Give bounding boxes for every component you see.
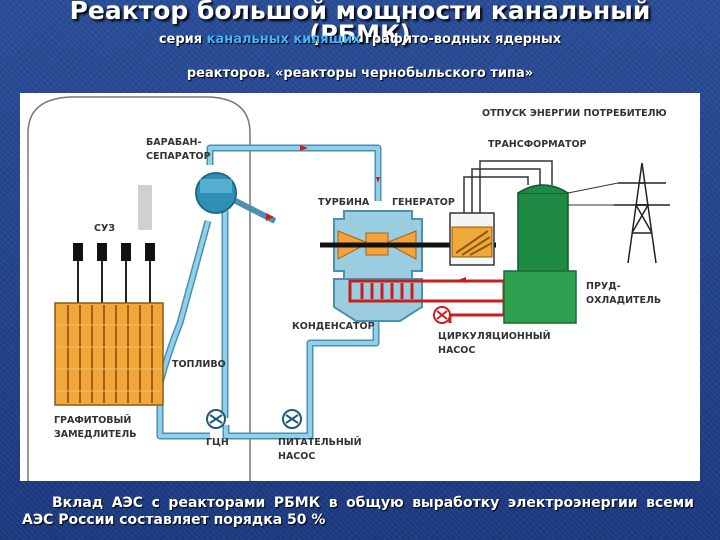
subtitle-suffix: графито-водных ядерных: [365, 32, 562, 47]
building-shadow-mark: [138, 185, 152, 230]
label-consumer: ОТПУСК ЭНЕРГИИ ПОТРЕБИТЕЛЮ: [482, 108, 667, 119]
label-feed-pump-2: НАСОС: [278, 451, 315, 462]
generator-winding: [455, 230, 493, 256]
power-lines: [567, 182, 619, 206]
label-mcp: ГЦН: [206, 437, 229, 448]
label-pond-2: ОХЛАДИТЕЛЬ: [586, 295, 661, 306]
label-pond-1: ПРУД-: [586, 281, 621, 292]
label-condenser: КОНДЕНСАТОР: [292, 321, 375, 332]
label-control-rods: СУЗ: [94, 223, 115, 234]
footer-text: Вклад АЭС с реакторами РБМК в общую выра…: [22, 495, 694, 528]
label-turbine: ТУРБИНА: [318, 197, 370, 208]
label-drum-2: СЕПАРАТОР: [146, 151, 211, 162]
condenser-tubes: [360, 283, 414, 299]
label-fuel: ТОПЛИВО: [172, 359, 226, 370]
reactor-building-outline: [27, 96, 251, 481]
flow-arrows: [266, 145, 466, 283]
label-transformer: ТРАНСФОРМАТОР: [488, 139, 587, 150]
subtitle-prefix: серия: [158, 32, 203, 47]
label-moderator-1: ГРАФИТОВЫЙ: [54, 414, 131, 426]
label-feed-pump-1: ПИТАТЕЛЬНЫЙ: [278, 436, 362, 448]
label-drum-1: БАРАБАН-: [146, 137, 201, 148]
core-inlet-pipe-outline: [156, 403, 210, 440]
slide-title: Реактор большой мощности канальный (РБМК…: [0, 0, 720, 60]
label-moderator-2: ЗАМЕДЛИТЕЛЬ: [54, 429, 136, 440]
transformer-wires: [463, 160, 553, 213]
label-circ-pump-2: НАСОС: [438, 345, 475, 356]
label-generator: ГЕНЕРАТОР: [392, 197, 455, 208]
feed-pipe: [224, 313, 378, 438]
label-circ-pump-1: ЦИРКУЛЯЦИОННЫЙ: [438, 330, 551, 342]
subtitle: серия канальных кипящих графито-водных я…: [0, 32, 720, 47]
feed-water-pump: [282, 409, 302, 429]
title-abbreviation: (РБМК): [309, 20, 411, 48]
circulation-pump: [433, 306, 451, 324]
transformer-top: [517, 184, 569, 194]
fuel-channels: [67, 305, 153, 403]
reactor-core: [54, 302, 164, 406]
title-main: Реактор большой мощности канальный: [69, 0, 651, 25]
power-line-tower: [614, 162, 670, 264]
subtitle-line-2: реакторов. «реакторы чернобыльского типа…: [186, 66, 534, 81]
rbmk-diagram: ОТПУСК ЭНЕРГИИ ПОТРЕБИТЕЛЮ БАРАБАН- СЕПА…: [20, 93, 700, 481]
main-circulation-pump: [206, 409, 226, 429]
riser-pipe: [158, 220, 210, 403]
footer-note: Вклад АЭС с реакторами РБМК в общую выра…: [22, 495, 694, 529]
transformer: [517, 192, 569, 274]
drum-highlight: [200, 179, 232, 193]
graphite-rows: [56, 324, 162, 392]
subtitle-highlight: канальных кипящих: [206, 32, 361, 47]
diagram-svg: ОТПУСК ЭНЕРГИИ ПОТРЕБИТЕЛЮ БАРАБАН- СЕПА…: [27, 96, 670, 481]
steam-pipe: [208, 146, 380, 201]
control-rods: [73, 243, 155, 303]
cooling-return-pipe: [448, 301, 506, 323]
core-inlet-pipe: [158, 403, 210, 438]
cooling-pond: [503, 270, 577, 324]
